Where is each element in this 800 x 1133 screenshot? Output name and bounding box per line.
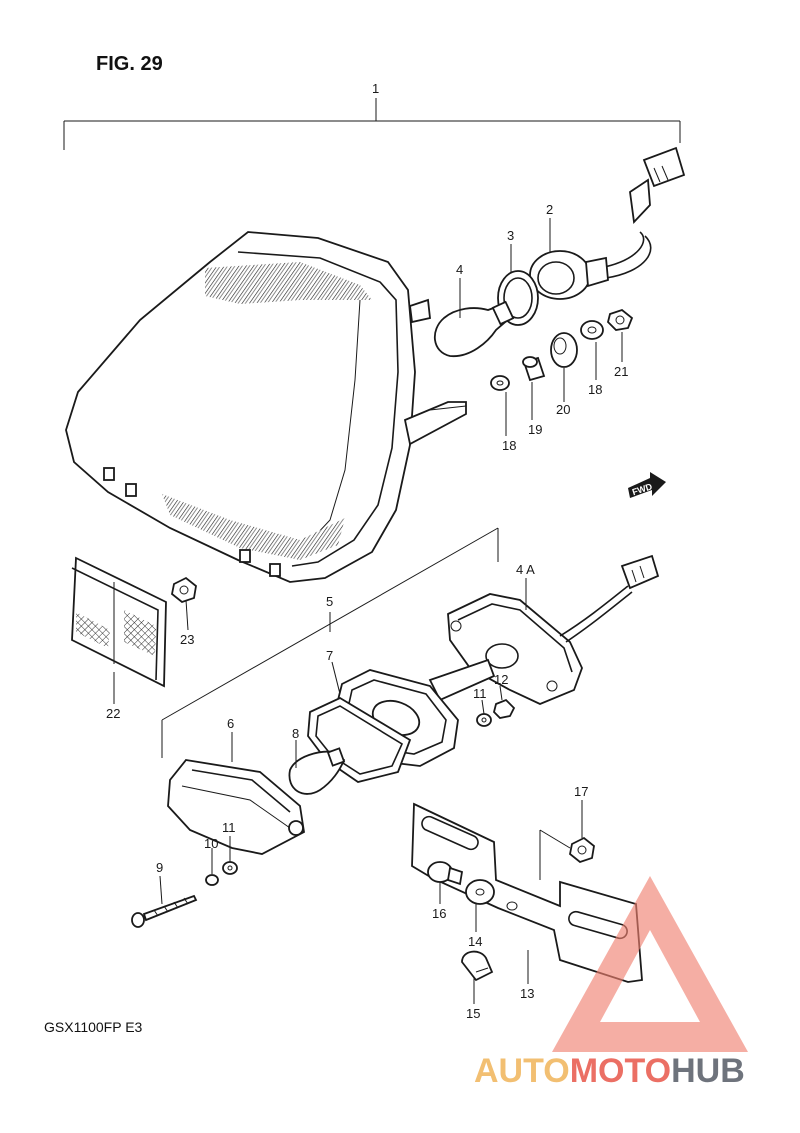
callout-14: 14 (468, 934, 482, 949)
watermark-hub: HUB (671, 1052, 745, 1090)
callout-17: 17 (574, 784, 588, 799)
tail-light-housing (65, 231, 467, 583)
tail-bulb (434, 300, 515, 357)
callout-23: 23 (180, 632, 194, 647)
callout-21: 21 (614, 364, 628, 379)
washer-11-left (222, 861, 238, 875)
reflector (71, 556, 167, 688)
collar-19 (522, 356, 546, 382)
callout-6: 6 (227, 716, 234, 731)
callout-16: 16 (432, 906, 446, 921)
callout-5: 5 (326, 594, 333, 609)
callout-8: 8 (292, 726, 299, 741)
callout-2: 2 (546, 202, 553, 217)
fwd-arrow-icon: FWD (628, 472, 666, 498)
callout-11-left: 11 (222, 820, 236, 835)
watermark-triangle-icon (552, 876, 748, 1052)
callout-12: 12 (494, 672, 508, 687)
callout-20: 20 (556, 402, 570, 417)
watermark-logo: AUTOMOTOHUB (474, 876, 748, 1090)
callout-13: 13 (520, 986, 534, 1001)
nut-21 (607, 308, 634, 331)
screw-9 (131, 894, 198, 928)
bolt-16 (427, 861, 464, 886)
model-code: GSX1100FP E3 (44, 1019, 143, 1035)
licence-lamp-housing (428, 554, 660, 705)
bulb-socket (529, 250, 609, 300)
washer-18-upper (580, 320, 604, 340)
callout-22: 22 (106, 706, 120, 721)
licence-lens (167, 759, 305, 855)
callout-15: 15 (466, 1006, 480, 1021)
fwd-label: FWD (631, 481, 654, 497)
callout-11-right: 11 (473, 686, 487, 701)
svg-text:AUTOMOTOHUB: AUTOMOTOHUB (474, 1052, 745, 1090)
callout-3: 3 (507, 228, 514, 243)
figure-title: FIG. 29 (96, 53, 163, 75)
callout-18-upper: 18 (588, 382, 602, 397)
washer-18-lower (490, 375, 510, 391)
washer-10 (205, 874, 219, 886)
callout-19: 19 (528, 422, 542, 437)
nut-12 (493, 698, 516, 719)
cushion-15 (461, 950, 494, 982)
grommet-20 (550, 332, 578, 368)
callout-10: 10 (204, 836, 218, 851)
watermark-auto: AUTO (474, 1052, 570, 1090)
wire-harness (599, 146, 686, 279)
licence-bracket (411, 802, 643, 983)
leader-lines (113, 218, 623, 1004)
nut-17 (569, 836, 595, 864)
washer-14 (465, 879, 495, 905)
callout-4: 4 (456, 262, 463, 277)
callout-4a: 4 A (516, 562, 535, 577)
callout-7: 7 (326, 648, 333, 663)
callout-1: 1 (372, 81, 379, 96)
licence-bulb (288, 747, 346, 795)
nut-23 (171, 576, 197, 604)
callout-9: 9 (156, 860, 163, 875)
callouts: 1 2 3 4 18 19 20 18 21 4 A 5 7 12 11 6 8… (106, 81, 628, 1021)
watermark-moto: MOTO (570, 1052, 671, 1090)
callout-18-lower: 18 (502, 438, 516, 453)
assembly-bracket-1 (63, 98, 681, 150)
washer-11-right (476, 713, 492, 727)
